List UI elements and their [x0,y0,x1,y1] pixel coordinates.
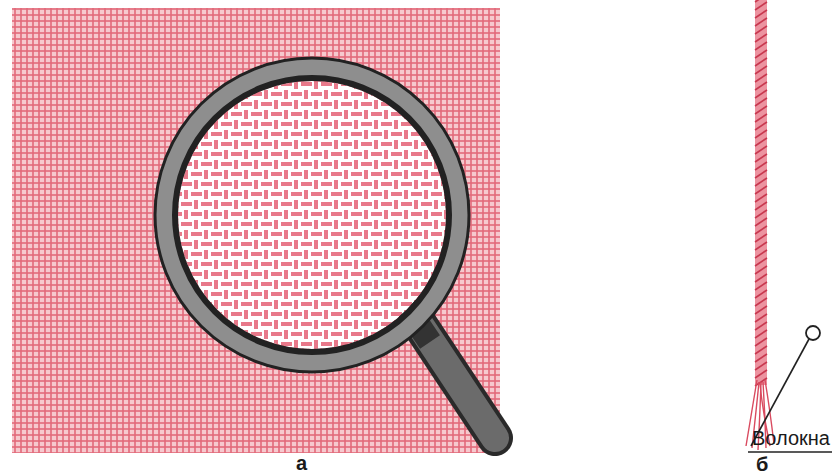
twist-stroke [755,10,767,18]
twist-stroke [755,170,767,178]
twist-stroke [755,242,767,250]
magnifying-glass [155,58,495,438]
twist-stroke [755,50,767,58]
figure-letter: а [296,452,307,474]
twist-stroke [755,226,767,234]
twist-stroke [755,154,767,162]
twist-stroke [755,26,767,34]
twist-stroke [755,58,767,66]
twist-stroke [755,178,767,186]
figure-letter: б [756,453,768,474]
fiber-label: Волокна [752,427,830,449]
twist-stroke [755,194,767,202]
twist-stroke [755,218,767,226]
twist-stroke [755,266,767,274]
twist-stroke [755,314,767,322]
leader-pin [748,326,832,452]
twist-stroke [755,338,767,346]
twist-stroke [755,74,767,82]
label-underline [748,451,832,452]
twist-stroke [755,186,767,194]
twist-stroke [755,306,767,314]
twist-stroke [755,114,767,122]
twist-stroke [755,130,767,138]
twist-stroke [755,90,767,98]
twist-stroke [755,370,767,378]
twist-stroke [755,290,767,298]
twist-stroke [755,42,767,50]
twisted-thread [755,0,767,386]
twist-stroke [755,202,767,210]
twist-stroke [755,162,767,170]
twist-stroke [755,34,767,42]
twist-stroke [755,210,767,218]
twist-stroke [755,18,767,26]
twist-stroke [755,274,767,282]
twist-stroke [755,346,767,354]
twist-stroke [755,298,767,306]
twist-stroke [755,66,767,74]
twist-stroke [755,146,767,154]
twist-stroke [755,362,767,370]
twist-stroke [755,322,767,330]
twist-stroke [755,98,767,106]
twist-stroke [755,82,767,90]
twist-stroke [755,258,767,266]
twist-stroke [755,0,767,2]
twist-stroke [755,106,767,114]
twist-stroke [755,282,767,290]
twist-stroke [755,122,767,130]
twist-stroke [755,138,767,146]
twist-stroke [755,250,767,258]
twist-stroke [755,2,767,10]
fabric [12,8,500,453]
twist-stroke [755,234,767,242]
twist-stroke [755,330,767,338]
twist-stroke [755,354,767,362]
